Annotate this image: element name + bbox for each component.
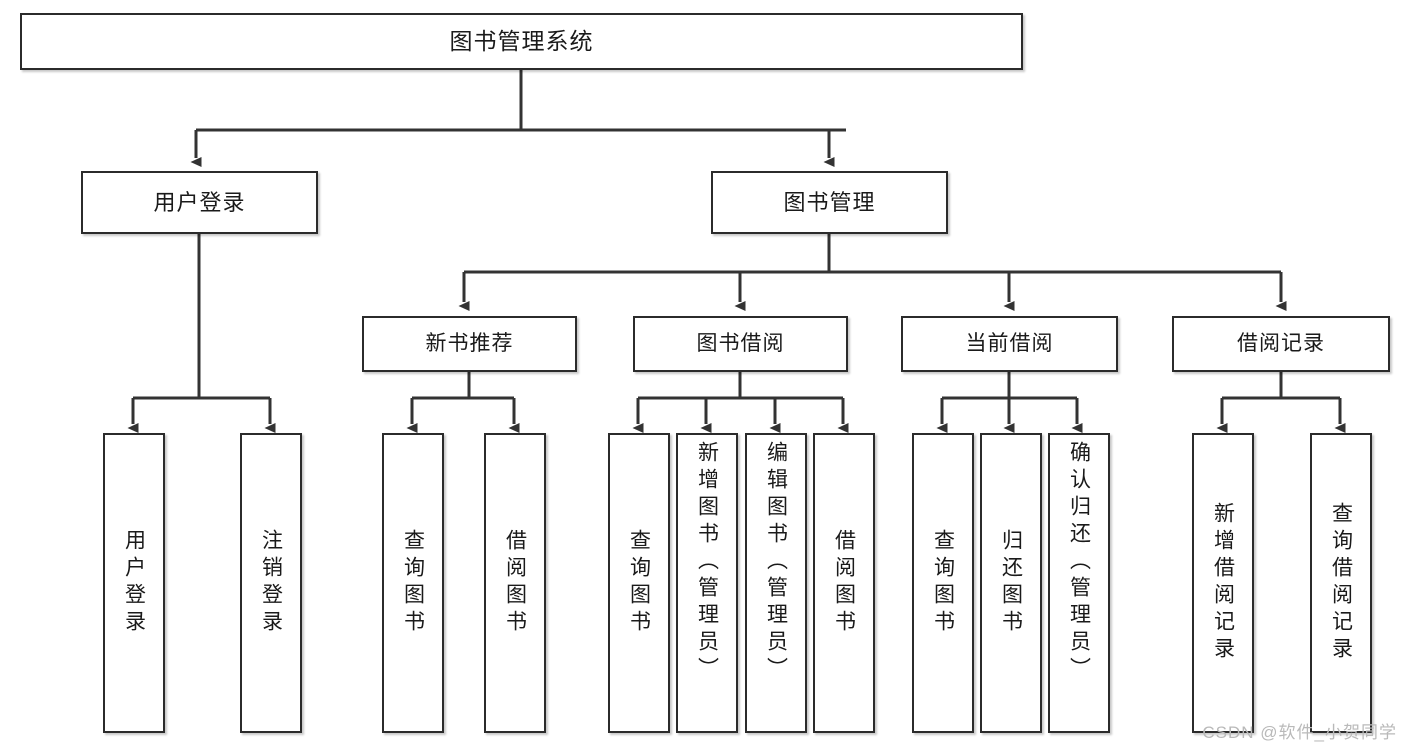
node-leaf-query-book-2[interactable]: 查询图书 <box>608 433 670 733</box>
node-borrow-record[interactable]: 借阅记录 <box>1172 316 1390 372</box>
node-leaf-query-record[interactable]: 查询借阅记录 <box>1310 433 1372 733</box>
node-leaf-confirm-return[interactable]: 确认归还（管理员） <box>1048 433 1110 733</box>
node-user-login-label: 用户登录 <box>153 189 246 215</box>
node-leaf-query-book-1-label: 查询图书 <box>401 529 425 637</box>
node-user-login[interactable]: 用户登录 <box>81 171 318 234</box>
node-current-borrow[interactable]: 当前借阅 <box>901 316 1118 372</box>
node-leaf-add-record-label: 新增借阅记录 <box>1211 502 1235 664</box>
node-leaf-query-record-label: 查询借阅记录 <box>1329 502 1353 664</box>
node-root[interactable]: 图书管理系统 <box>20 13 1023 70</box>
node-leaf-add-book[interactable]: 新增图书（管理员） <box>676 433 738 733</box>
watermark: CSDN @软件_小贺同学 <box>1202 723 1397 742</box>
node-book-borrow[interactable]: 图书借阅 <box>633 316 848 372</box>
node-book-manage[interactable]: 图书管理 <box>711 171 948 234</box>
node-leaf-edit-book-label: 编辑图书（管理员） <box>764 441 788 684</box>
node-leaf-user-login[interactable]: 用户登录 <box>103 433 165 733</box>
node-leaf-return-book-label: 归还图书 <box>999 529 1023 637</box>
node-new-book-recommend-label: 新书推荐 <box>425 331 514 355</box>
node-leaf-confirm-return-label: 确认归还（管理员） <box>1067 441 1091 684</box>
node-new-book-recommend[interactable]: 新书推荐 <box>362 316 577 372</box>
node-leaf-logout[interactable]: 注销登录 <box>240 433 302 733</box>
node-leaf-borrow-book-2-label: 借阅图书 <box>832 529 856 637</box>
node-book-borrow-label: 图书借阅 <box>696 331 785 355</box>
node-borrow-record-label: 借阅记录 <box>1237 331 1325 355</box>
node-book-manage-label: 图书管理 <box>783 189 876 215</box>
node-leaf-query-book-2-label: 查询图书 <box>627 529 651 637</box>
node-leaf-add-book-label: 新增图书（管理员） <box>695 441 719 684</box>
node-leaf-query-book-3-label: 查询图书 <box>931 529 955 637</box>
node-leaf-edit-book[interactable]: 编辑图书（管理员） <box>745 433 807 733</box>
node-leaf-borrow-book-1-label: 借阅图书 <box>503 529 527 637</box>
node-current-borrow-label: 当前借阅 <box>965 331 1054 355</box>
node-leaf-user-login-label: 用户登录 <box>122 529 146 637</box>
node-leaf-query-book-1[interactable]: 查询图书 <box>382 433 444 733</box>
node-leaf-query-book-3[interactable]: 查询图书 <box>912 433 974 733</box>
node-leaf-borrow-book-2[interactable]: 借阅图书 <box>813 433 875 733</box>
node-leaf-borrow-book-1[interactable]: 借阅图书 <box>484 433 546 733</box>
node-leaf-logout-label: 注销登录 <box>259 529 283 637</box>
node-root-label: 图书管理系统 <box>449 28 594 55</box>
node-leaf-add-record[interactable]: 新增借阅记录 <box>1192 433 1254 733</box>
node-leaf-return-book[interactable]: 归还图书 <box>980 433 1042 733</box>
